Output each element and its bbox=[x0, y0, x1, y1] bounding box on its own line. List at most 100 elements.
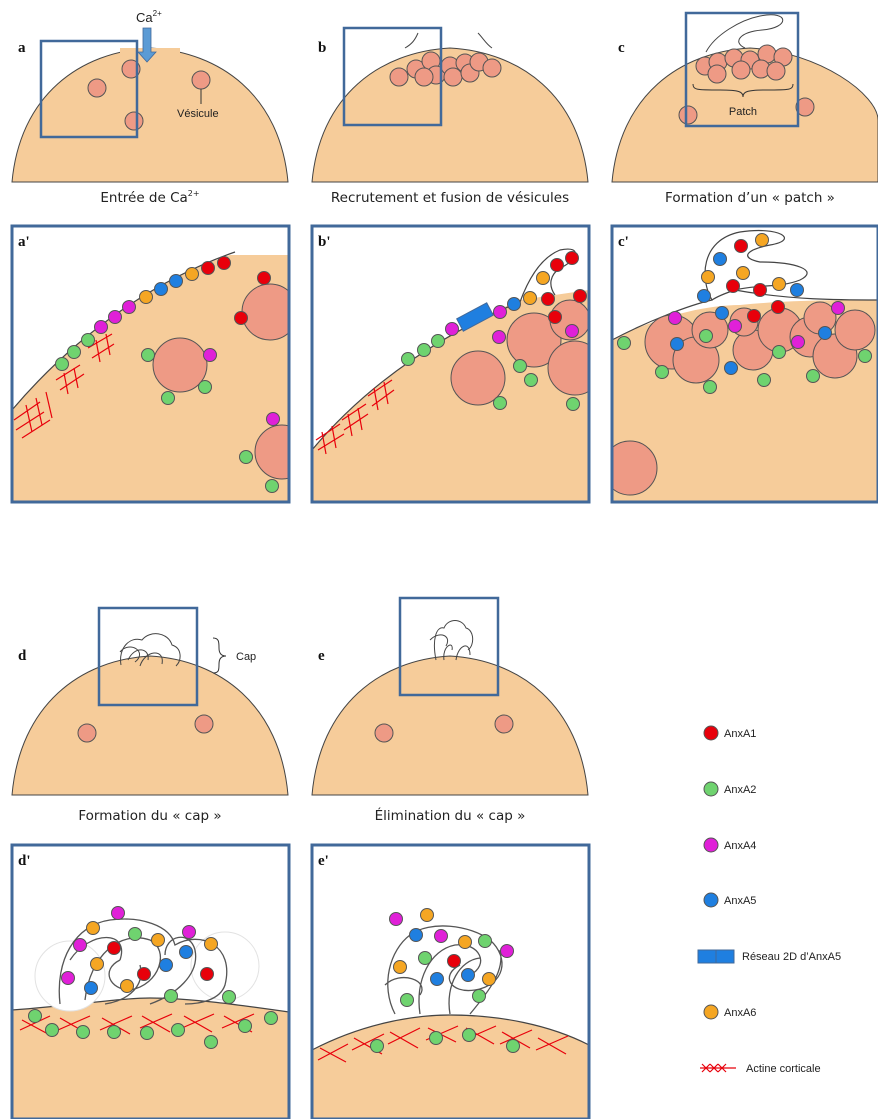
vesicle-cluster bbox=[389, 51, 502, 87]
vesicle bbox=[152, 337, 208, 393]
panel-caption: Formation d’un « patch » bbox=[665, 190, 835, 206]
cell-body bbox=[611, 47, 878, 183]
panel-caption: Élimination du « cap » bbox=[375, 807, 526, 824]
legend-item-actin: Actine corticale bbox=[700, 1063, 821, 1075]
vesicle-cluster bbox=[450, 299, 589, 406]
vesicle bbox=[194, 714, 214, 734]
legend-label: AnxA2 bbox=[724, 784, 756, 796]
panel-label: a' bbox=[18, 234, 30, 250]
panel-label: b bbox=[318, 40, 326, 56]
vesicle bbox=[191, 70, 211, 90]
cell-body bbox=[11, 47, 289, 183]
cortical-actin bbox=[13, 333, 115, 439]
panel-d-zoom: d' bbox=[10, 843, 291, 1119]
membrane-annexins bbox=[55, 256, 231, 371]
panel-label: d' bbox=[18, 853, 31, 869]
zoom-frame bbox=[610, 224, 878, 504]
panel-label: e' bbox=[318, 853, 329, 869]
legend-label: AnxA5 bbox=[724, 895, 756, 907]
cap-membrane bbox=[58, 918, 228, 1005]
zoom-frame bbox=[342, 26, 443, 127]
cytoplasm bbox=[12, 255, 289, 502]
cell-body bbox=[11, 655, 289, 796]
legend-label: AnxA6 bbox=[724, 1007, 756, 1019]
actin-swatch bbox=[700, 1063, 736, 1073]
legend-item-anxa2: AnxA2 bbox=[703, 781, 756, 797]
legend-label: AnxA1 bbox=[724, 728, 756, 740]
patch-label: Patch bbox=[729, 106, 757, 118]
cytoplasm bbox=[12, 998, 289, 1119]
zoom-frame bbox=[10, 224, 291, 504]
anxa2-swatch bbox=[703, 781, 719, 797]
vesicle bbox=[254, 424, 289, 480]
zoom-frame bbox=[39, 39, 139, 139]
legend-item-anxa4: AnxA4 bbox=[703, 837, 756, 853]
cytoplasm bbox=[312, 1015, 589, 1119]
vesicle bbox=[795, 97, 815, 117]
legend-label: Réseau 2D d’AnxA5 bbox=[742, 951, 841, 963]
cap-annexins bbox=[370, 908, 520, 1053]
vesicle bbox=[124, 111, 144, 131]
vesicle bbox=[494, 714, 514, 734]
cytosolic-annexins bbox=[141, 271, 280, 493]
legend-item-anxa1: AnxA1 bbox=[703, 725, 756, 741]
zoom-frame bbox=[10, 843, 291, 1119]
cap-annexins bbox=[28, 906, 278, 1049]
panel-label: b' bbox=[318, 234, 331, 250]
anxa5-swatch bbox=[703, 892, 719, 908]
panel-label: e bbox=[318, 648, 325, 664]
panel-label: c' bbox=[618, 234, 629, 250]
legend-item-anxa5-network: Réseau 2D d’AnxA5 bbox=[697, 949, 841, 964]
calcium-label: Ca2+ bbox=[136, 9, 162, 25]
calcium-arrow bbox=[137, 27, 157, 63]
panel-label: a bbox=[18, 40, 26, 56]
cytosolic-annexins bbox=[492, 310, 580, 411]
anxa6-swatch bbox=[703, 1004, 719, 1020]
cortical-actin bbox=[315, 379, 395, 455]
zoom-frame bbox=[398, 596, 500, 697]
zoom-frame bbox=[310, 843, 591, 1119]
zoom-frame bbox=[684, 11, 800, 128]
panel-label: c bbox=[618, 40, 625, 56]
panel-caption: Formation du « cap » bbox=[78, 808, 221, 824]
legend-item-anxa5: AnxA5 bbox=[703, 892, 756, 908]
plasma-membrane bbox=[312, 1014, 589, 1051]
cap-label: Cap bbox=[236, 651, 256, 663]
zoom-frame bbox=[97, 606, 199, 707]
panel-caption: Entrée de Ca2+ bbox=[100, 189, 199, 206]
patch-annexins bbox=[617, 233, 872, 394]
panel-b: b Recrutement et fusion de vésicules bbox=[311, 26, 589, 206]
vesicle-label: Vésicule bbox=[177, 108, 219, 120]
membrane-annexins bbox=[401, 251, 587, 366]
panel-e-zoom: e' bbox=[310, 843, 591, 1119]
membrane-flap bbox=[404, 32, 419, 49]
legend: AnxA1 AnxA2 AnxA4 AnxA5 Réseau 2D d’AnxA… bbox=[697, 725, 841, 1075]
vesicle bbox=[678, 105, 698, 125]
panel-a-zoom: a' bbox=[10, 224, 291, 504]
cap-membrane bbox=[429, 620, 474, 661]
vesicle bbox=[77, 723, 97, 743]
panel-e: e Élimination du « cap » bbox=[311, 596, 589, 824]
membrane-flap bbox=[477, 32, 493, 49]
vesicle-cluster bbox=[695, 44, 793, 84]
vesicle bbox=[121, 59, 141, 79]
anxa5-2d-network bbox=[456, 302, 494, 332]
patch-brace bbox=[692, 83, 794, 98]
patch-membrane bbox=[705, 14, 784, 53]
anxa4-swatch bbox=[703, 837, 719, 853]
vesicle bbox=[87, 78, 107, 98]
panel-b-zoom: b' bbox=[310, 224, 591, 504]
panel-label: d bbox=[18, 648, 27, 664]
anxa1-swatch bbox=[703, 725, 719, 741]
vesicle-cluster bbox=[612, 301, 876, 496]
panel-d: Cap d Formation du « cap » bbox=[11, 606, 289, 824]
legend-label: AnxA4 bbox=[724, 840, 756, 852]
legend-item-anxa6: AnxA6 bbox=[703, 1004, 756, 1020]
panel-a: Vésicule Ca2+ a Entrée de Ca2+ bbox=[11, 9, 289, 206]
cap-membrane bbox=[119, 633, 181, 667]
zoom-frame bbox=[310, 224, 591, 504]
panel-c-zoom: c' bbox=[610, 224, 878, 504]
cap-brace bbox=[212, 637, 227, 674]
panel-c: Patch c Formation d’un « patch » bbox=[611, 11, 878, 206]
